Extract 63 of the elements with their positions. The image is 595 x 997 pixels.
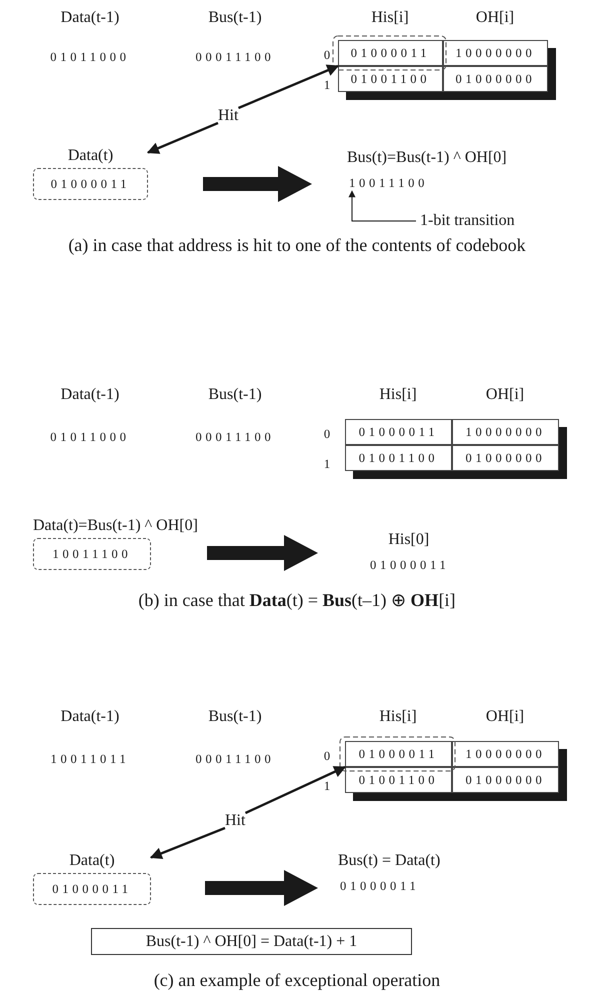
- table-cell: 01001100: [338, 66, 443, 92]
- bit-value: 00011100: [195, 430, 275, 444]
- table-cell: 01000000: [452, 445, 559, 471]
- column-header: His[i]: [371, 9, 409, 26]
- arrow: [150, 826, 226, 860]
- caption: (c) an example of exceptional operation: [154, 970, 440, 990]
- row-index: 0: [324, 427, 330, 441]
- variable-label: Data(t)=Bus(t-1) ^ OH[0]: [33, 516, 198, 536]
- row-index: 1: [324, 457, 330, 471]
- block-arrow: [205, 870, 318, 906]
- leader-line: [348, 190, 416, 222]
- column-header: Bus(t-1): [208, 708, 262, 725]
- caption: (b) in case that Data(t) = Bus(t–1) ⊕ OH[i]: [138, 590, 456, 610]
- column-header: His[i]: [379, 708, 417, 725]
- column-header: Data(t-1): [60, 386, 120, 403]
- bit-value: 00011100: [195, 752, 275, 766]
- column-header: Data(t-1): [60, 9, 120, 26]
- block-arrow: [207, 535, 318, 571]
- caption: (a) in case that address is hit to one of the contents of codebook: [68, 235, 526, 255]
- table-cell: 10000000: [452, 419, 559, 445]
- dashed-value-box: 10011100: [33, 538, 151, 570]
- table-cell: 01000000: [443, 66, 548, 92]
- bit-value: 01000011: [370, 557, 450, 573]
- table-cell: 01001100: [345, 767, 452, 793]
- result-label: His[0]: [388, 530, 430, 550]
- row-index: 0: [324, 749, 330, 763]
- column-header: OH[i]: [476, 9, 514, 26]
- bit-value: 10011100: [349, 175, 428, 191]
- row-index: 1: [324, 78, 330, 92]
- arrow-label: Hit: [225, 811, 246, 831]
- block-arrow: [203, 166, 312, 202]
- table-cell: 01000011: [345, 741, 452, 767]
- row-index: 1: [324, 779, 330, 793]
- table-cell: 01000000: [452, 767, 559, 793]
- formula-box: Bus(t-1) ^ OH[0] = Data(t-1) + 1: [91, 928, 412, 955]
- dashed-value-box: 01000011: [33, 168, 148, 200]
- table-cell: 01001100: [345, 445, 452, 471]
- dashed-value-box: 01000011: [33, 873, 151, 905]
- variable-label: Data(t): [69, 851, 115, 871]
- column-header: Bus(t-1): [208, 386, 262, 403]
- bit-value: 01000011: [340, 878, 420, 894]
- arrow: [146, 122, 218, 154]
- column-header: His[i]: [379, 386, 417, 403]
- column-header: OH[i]: [486, 708, 524, 725]
- table-cell: 01000011: [345, 419, 452, 445]
- arrow-label: Hit: [218, 106, 238, 126]
- column-header: OH[i]: [486, 386, 524, 403]
- result-label: Bus(t)=Bus(t-1) ^ OH[0]: [347, 148, 507, 168]
- bit-value: 01011000: [50, 430, 130, 444]
- bit-value: 10011011: [50, 752, 130, 766]
- table-cell: 10000000: [443, 40, 548, 66]
- bit-value: 01011000: [50, 50, 130, 64]
- table-cell: 01000011: [338, 40, 443, 66]
- arrow: [238, 64, 340, 110]
- arrow: [244, 766, 346, 814]
- arrow-label: 1-bit transition: [420, 211, 515, 231]
- table-cell: 10000000: [452, 741, 559, 767]
- bit-value: 00011100: [195, 50, 275, 64]
- row-index: 0: [324, 48, 330, 62]
- result-label: Bus(t) = Data(t): [338, 851, 440, 871]
- column-header: Bus(t-1): [208, 9, 262, 26]
- column-header: Data(t-1): [60, 708, 120, 725]
- variable-label: Data(t): [68, 146, 114, 166]
